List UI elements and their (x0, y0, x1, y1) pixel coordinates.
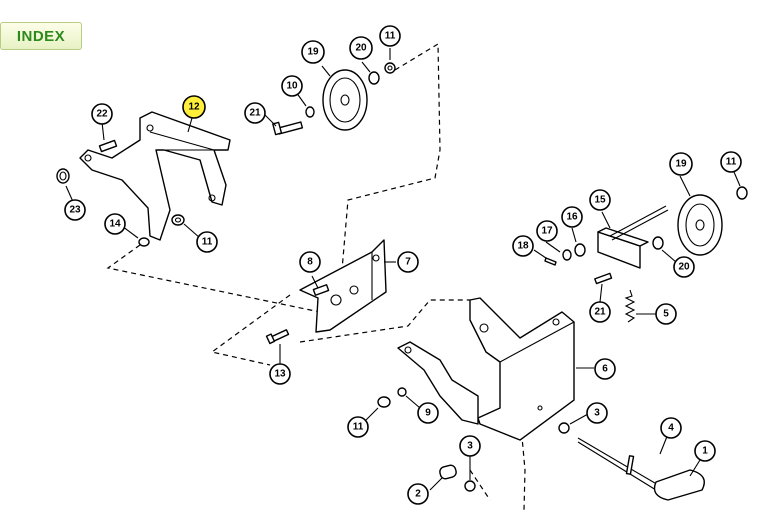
washer-part-3a (558, 422, 570, 434)
pin-part-4 (625, 455, 635, 475)
svg-text:15: 15 (594, 195, 606, 206)
bolt-part-21a (272, 121, 304, 136)
callout-5[interactable]: 5 (655, 303, 677, 325)
callout-20a[interactable]: 20 (349, 36, 373, 60)
svg-text:9: 9 (425, 408, 431, 419)
callout-11b[interactable]: 11 (379, 25, 401, 47)
bushing-part-20b (652, 236, 664, 250)
bushing-part-20a (368, 71, 380, 85)
callout-2[interactable]: 2 (407, 483, 429, 505)
mounting-plate-part-6 (469, 297, 575, 441)
rod-part-1 (577, 437, 705, 501)
lever-plate (397, 341, 479, 425)
svg-text:12: 12 (188, 102, 200, 113)
callout-3b[interactable]: 3 (459, 435, 481, 457)
svg-text:2: 2 (415, 489, 421, 500)
bracket-part-7 (299, 239, 387, 333)
nut-part-11d (377, 396, 391, 408)
spring-part-5 (624, 289, 636, 323)
svg-text:20: 20 (678, 262, 690, 273)
svg-text:3: 3 (467, 441, 473, 452)
callout-14[interactable]: 14 (104, 213, 126, 235)
callout-23[interactable]: 23 (64, 199, 86, 221)
callout-1[interactable]: 1 (694, 440, 716, 462)
svg-text:23: 23 (69, 205, 81, 216)
svg-text:18: 18 (517, 241, 529, 252)
leader-lines (65, 48, 741, 491)
svg-text:8: 8 (307, 257, 313, 268)
callout-20b[interactable]: 20 (673, 256, 695, 278)
svg-text:11: 11 (726, 157, 737, 168)
svg-text:11: 11 (202, 237, 213, 248)
washer-part-23 (56, 168, 70, 184)
bolt-part-13 (265, 329, 290, 345)
nut-part-11a (171, 214, 185, 226)
index-button[interactable]: INDEX (0, 22, 82, 50)
svg-text:21: 21 (249, 108, 261, 119)
svg-text:22: 22 (96, 109, 108, 120)
callout-3a[interactable]: 3 (586, 402, 608, 424)
callout-21b[interactable]: 21 (589, 301, 611, 323)
callout-16[interactable]: 16 (561, 206, 583, 228)
svg-text:5: 5 (663, 309, 669, 320)
svg-text:4: 4 (668, 423, 674, 434)
svg-text:1: 1 (702, 446, 708, 457)
callout-13[interactable]: 13 (269, 363, 291, 385)
washer-part-3b (464, 480, 476, 492)
callout-11c[interactable]: 11 (720, 151, 742, 173)
svg-text:14: 14 (109, 219, 121, 230)
pulley-part-19b (677, 194, 723, 256)
svg-text:16: 16 (566, 212, 578, 223)
callout-15[interactable]: 15 (589, 189, 611, 211)
bolt-part-8 (312, 284, 330, 296)
svg-text:3: 3 (594, 408, 600, 419)
spacer-part-2 (439, 464, 457, 480)
svg-text:21: 21 (594, 307, 606, 318)
callout-11a[interactable]: 11 (196, 231, 218, 253)
washer-part-9 (397, 387, 407, 397)
washer-part-10 (305, 106, 315, 118)
callout-7[interactable]: 7 (397, 251, 419, 273)
bolt-part-21b (594, 272, 613, 285)
callout-9[interactable]: 9 (417, 402, 439, 424)
callout-8[interactable]: 8 (299, 251, 321, 273)
callout-12[interactable]: 12 (182, 95, 206, 119)
nut-part-11b (384, 62, 396, 74)
frame-bracket-part-12 (79, 111, 231, 241)
washer-part-17 (562, 249, 572, 261)
callout-22[interactable]: 22 (91, 103, 113, 125)
bushing-part-14 (138, 237, 150, 247)
svg-text:10: 10 (286, 81, 298, 92)
svg-text:19: 19 (675, 159, 687, 170)
callout-6[interactable]: 6 (594, 358, 616, 380)
callout-17[interactable]: 17 (536, 220, 558, 242)
svg-text:20: 20 (355, 43, 367, 54)
pin-part-18 (544, 257, 557, 266)
svg-text:6: 6 (602, 364, 608, 375)
shaft-bracket-part-15 (597, 205, 669, 269)
svg-text:7: 7 (405, 257, 411, 268)
washer-part-16 (574, 243, 586, 257)
callout-10[interactable]: 10 (281, 75, 303, 97)
callout-11d[interactable]: 11 (347, 416, 369, 438)
pulley-part-19a (322, 69, 368, 131)
callout-19b[interactable]: 19 (669, 152, 693, 176)
nut-part-11c (736, 186, 748, 200)
pin-part-22 (98, 139, 118, 153)
callout-4[interactable]: 4 (660, 417, 682, 439)
callout-18[interactable]: 18 (512, 235, 534, 257)
callout-19a[interactable]: 19 (301, 40, 325, 64)
svg-text:13: 13 (274, 369, 286, 380)
svg-text:19: 19 (307, 47, 319, 58)
svg-text:11: 11 (353, 422, 364, 433)
callout-21a[interactable]: 21 (244, 102, 266, 124)
svg-text:17: 17 (541, 226, 553, 237)
svg-text:11: 11 (385, 31, 396, 42)
